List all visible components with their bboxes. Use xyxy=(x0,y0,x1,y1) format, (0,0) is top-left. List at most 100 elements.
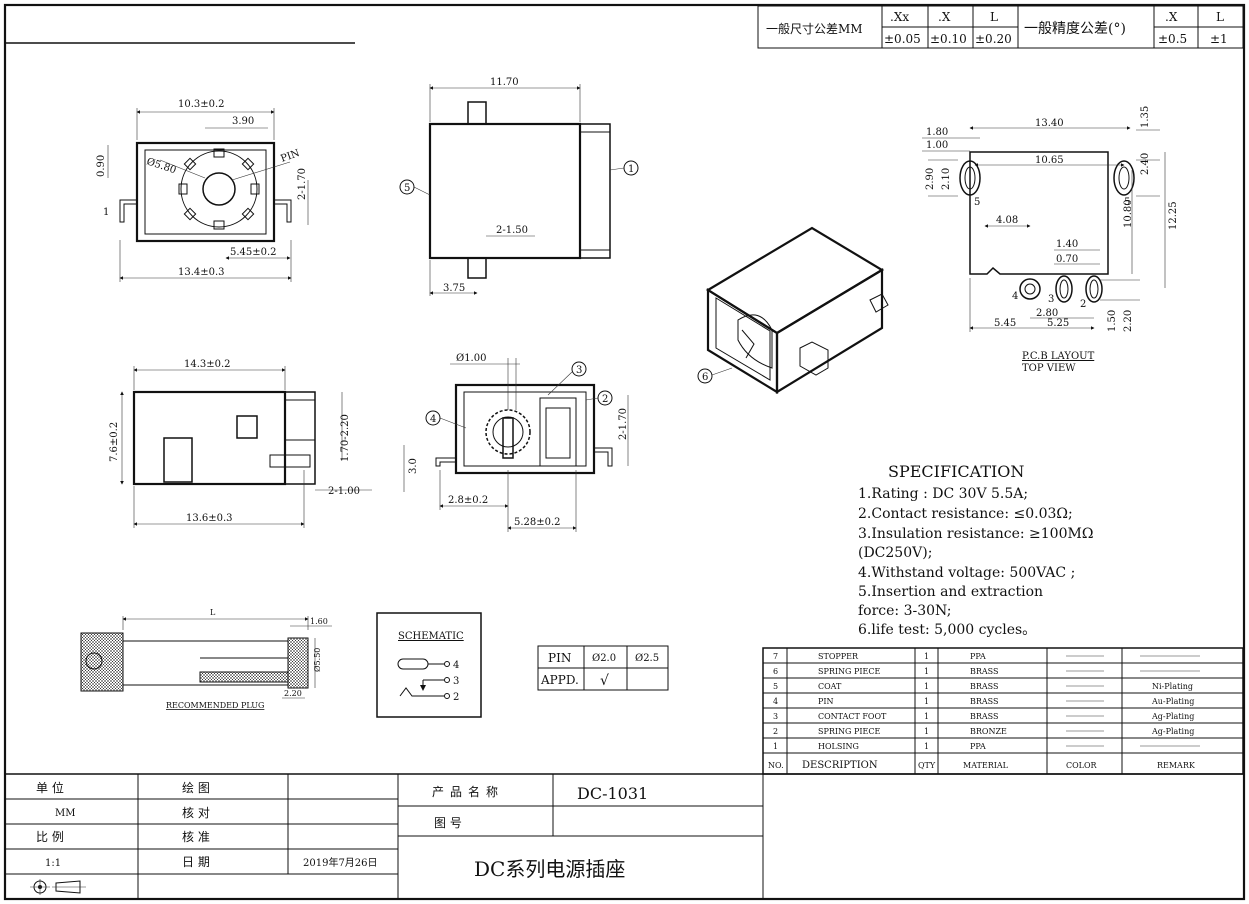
pin-table: PIN Ø2.0 Ø2.5 APPD. √ xyxy=(537,645,669,691)
rear-view: Ø1.00 3 2 4 2-1.70 3.0 2.8±0.2 5.28±0.2 xyxy=(403,353,629,532)
tb-product-name-label: 产品名称 xyxy=(432,784,504,799)
fv-bottom-inner: 5.45±0.2 xyxy=(230,247,277,258)
tol-mm-h2: L xyxy=(990,10,998,24)
bom-h-qty: QTY xyxy=(918,761,936,770)
rv-callout-3: 3 xyxy=(576,365,582,376)
bom-cell-desc: CONTACT FOOT xyxy=(818,712,887,721)
tol-deg-v0: ±0.5 xyxy=(1158,32,1187,46)
spec-line-7: force: 3-30N; xyxy=(858,603,952,619)
bom-h-color: COLOR xyxy=(1066,761,1098,770)
pin-table-mark: √ xyxy=(600,673,609,689)
side-view: 14.3±0.2 7.6±0.2 1.70-2.20 2-1.00 13.6±0… xyxy=(109,359,372,528)
spec-line-5: 4.Withstand voltage: 500VAC ; xyxy=(858,565,1075,581)
pcb-pad-2: 2 xyxy=(1080,299,1086,310)
tv-callout-1: 1 xyxy=(628,164,634,175)
fv-overall: 13.4±0.3 xyxy=(178,267,225,278)
projection-symbol-icon xyxy=(30,879,86,895)
bom-cell-material: PPA xyxy=(970,742,986,751)
bom-cell-no: 6 xyxy=(773,667,778,676)
spec-line-4: (DC250V); xyxy=(858,545,932,561)
pcb-dim-140: 1.40 xyxy=(1056,239,1078,250)
fv-hole: Ø5.80 xyxy=(145,156,177,176)
tv-width: 11.70 xyxy=(490,77,519,88)
tv-offset: 3.75 xyxy=(443,283,465,294)
bom-cell-material: BRASS xyxy=(970,682,999,691)
front-view: 10.3±0.2 3.90 Ø5.80 PIN 1 2-1.70 0.90 5.… xyxy=(96,99,309,282)
bom-cell-desc: HOLSING xyxy=(818,742,859,751)
bom-h-no: NO. xyxy=(768,761,784,770)
bom-cell-no: 2 xyxy=(773,727,778,736)
bom-h-remark: REMARK xyxy=(1157,761,1196,770)
bom-cell-qty: 1 xyxy=(924,652,929,661)
bom-cell-qty: 1 xyxy=(924,742,929,751)
pcb-pad-5-left: 5 xyxy=(974,197,980,208)
pcb-dim-240: 2.40 xyxy=(1140,153,1151,175)
title-block: 单 位 MM 比 例 1:1 绘 图 核 对 核 准 日 期 2019年7月26… xyxy=(5,773,1243,899)
schematic-pin-4: 4 xyxy=(453,660,459,671)
schematic-pin-3: 3 xyxy=(453,676,459,687)
tb-product-name: DC-1031 xyxy=(577,784,648,803)
sv-length: 14.3±0.2 xyxy=(184,359,231,370)
tol-deg-h1: L xyxy=(1216,10,1224,24)
plug-view: L 1.60 Ø5.50 2.20 RECOMMENDED PLUG xyxy=(80,608,332,710)
sv-foot: 2-1.00 xyxy=(328,486,360,497)
tb-date-value: 2019年7月26日 xyxy=(303,856,378,869)
pcb-dim-1065: 10.65 xyxy=(1035,155,1064,166)
top-view: 11.70 2-1.50 3.75 1 5 xyxy=(399,77,639,296)
bom-cell-desc: SPRING PIECE xyxy=(818,667,880,676)
fv-one-label: 1 xyxy=(103,207,109,218)
tol-mm-v2: ±0.20 xyxy=(975,32,1012,46)
bom-h-material: MATERIAL xyxy=(963,761,1009,770)
rv-height-dim: 3.0 xyxy=(408,458,419,474)
bom-cell-material: BRASS xyxy=(970,667,999,676)
plug-title: RECOMMENDED PLUG xyxy=(166,701,264,710)
bom-cell-qty: 1 xyxy=(924,697,929,706)
pcb-dim-100: 1.00 xyxy=(926,140,948,151)
bom-cell-no: 3 xyxy=(773,712,778,721)
sv-bottom: 13.6±0.3 xyxy=(186,513,233,524)
tb-series-title: DC系列电源插座 xyxy=(474,857,625,881)
rv-right-dim: 2-1.70 xyxy=(618,408,629,440)
tol-mm-h1: .X xyxy=(938,10,951,24)
bom-cell-qty: 1 xyxy=(924,682,929,691)
bom-cell-material: PPA xyxy=(970,652,986,661)
pcb-dim-1080: 10.80 xyxy=(1123,199,1134,228)
pcb-dim-150: 1.50 xyxy=(1107,310,1118,332)
tb-unit-value: MM xyxy=(55,808,75,819)
tol-deg-v1: ±1 xyxy=(1210,32,1228,46)
pcb-dim-525: 5.25 xyxy=(1047,318,1069,329)
sv-pin-dim: 1.70-2.20 xyxy=(340,414,351,462)
bom-cell-remark: Ni-Plating xyxy=(1152,682,1193,691)
pcb-dim-1225: 12.25 xyxy=(1168,201,1179,230)
bom-cell-material: BRONZE xyxy=(970,727,1007,736)
tb-drawing-no-label: 图 号 xyxy=(434,816,462,830)
pcb-pad-5-right: 5 xyxy=(1124,197,1130,208)
tb-scale-value: 1:1 xyxy=(45,858,61,869)
rv-d1: 2.8±0.2 xyxy=(448,495,488,506)
tb-approve-label: 核 准 xyxy=(182,830,210,844)
fv-left-dim: 0.90 xyxy=(96,155,107,177)
fv-center: 3.90 xyxy=(232,116,254,127)
rv-callout-2: 2 xyxy=(602,394,608,405)
bom-cell-desc: STOPPER xyxy=(818,652,859,661)
rv-pin-dia: Ø1.00 xyxy=(456,353,486,364)
bom-cell-qty: 1 xyxy=(924,667,929,676)
rv-d2: 5.28±0.2 xyxy=(514,517,561,528)
pcb-dim-545: 5.45 xyxy=(994,318,1016,329)
pcb-dim-210: 2.10 xyxy=(941,168,952,190)
bom-cell-material: BRASS xyxy=(970,712,999,721)
pcb-title: P.C.B LAYOUT xyxy=(1022,351,1095,362)
schematic-pin-2: 2 xyxy=(453,692,459,703)
fv-pin-label: PIN xyxy=(279,148,301,165)
bom-cell-desc: SPRING PIECE xyxy=(818,727,880,736)
bom-cell-remark: Ag-Plating xyxy=(1151,712,1194,721)
pcb-pad-3: 3 xyxy=(1048,294,1054,305)
sv-height: 7.6±0.2 xyxy=(109,422,120,462)
tv-slot: 2-1.50 xyxy=(496,225,528,236)
pcb-pad-4: 4 xyxy=(1012,291,1018,302)
tol-deg-h0: .X xyxy=(1165,10,1178,24)
tolerance-mm-label: 一般尺寸公差MM xyxy=(766,21,863,36)
bom-cell-no: 5 xyxy=(773,682,778,691)
